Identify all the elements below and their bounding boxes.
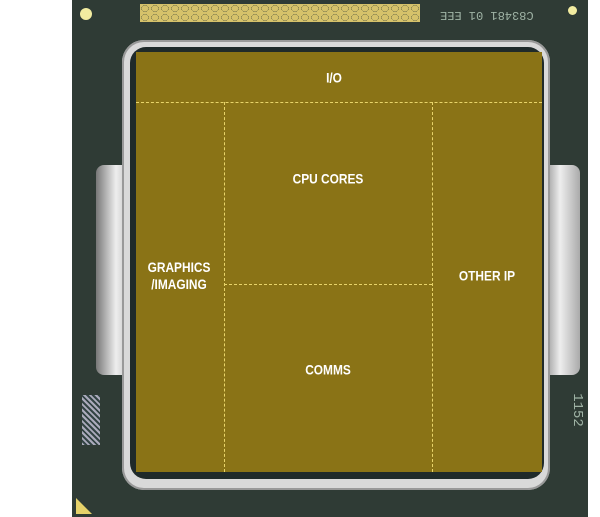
block-io: I/O [326,69,342,86]
divider [432,102,433,472]
alignment-dot [80,8,92,20]
top-code: C83481 01 EEE [440,8,534,22]
die-area [136,52,542,472]
divider [224,102,225,472]
alignment-dot [568,6,577,15]
datamatrix-code [82,395,100,445]
block-graphics-imaging: GRAPHICS /IMAGING [147,259,211,292]
block-cpu-cores: CPU CORES [292,170,364,187]
block-other-ip: OTHER IP [458,267,516,284]
side-code: 1152 [568,393,585,427]
divider [136,102,542,103]
pin1-triangle [76,498,92,514]
block-comms: COMMS [305,361,351,378]
divider [224,284,432,285]
contact-pads [140,4,420,22]
